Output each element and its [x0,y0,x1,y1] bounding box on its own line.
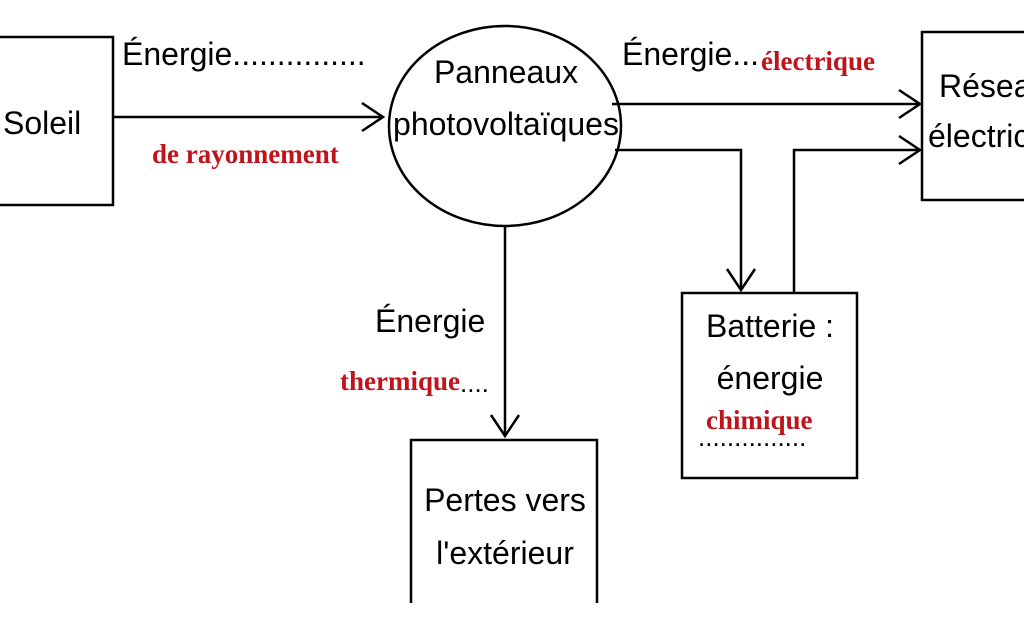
soleil-box [0,35,115,207]
arrow-batterie-to-reseau [792,148,920,293]
batterie-label-line2: énergie [716,360,824,396]
arrowhead-soleil-to-panneaux [361,101,386,133]
reseau-label-line1: Résea [939,68,1024,104]
soleil-label: Soleil [3,105,82,141]
arrowhead-panneaux-to-reseau [898,88,923,120]
arrow-panneaux-to-batterie [615,148,743,290]
panneaux-label-line2: photovoltaïques [393,106,619,142]
energie-chimique-dots: ............... [698,422,807,452]
energie-rayonnement-prefix: Énergie............... [122,36,366,72]
pertes-label-line1: Pertes vers [424,482,586,518]
energie-electrique-answer: électrique [761,46,875,76]
pertes-box [409,438,599,603]
pertes-label-line2: l'extérieur [436,535,574,571]
reseau-label-line2: électric [928,118,1024,154]
reseau-box [920,30,1024,202]
arrowhead-batterie-to-reseau [898,134,923,166]
panneaux-label-line1: Panneaux [433,54,579,90]
arrowhead-panneaux-to-pertes [489,414,521,439]
energie-chimique-answer: chimique [706,405,813,435]
energie-thermique-prefix: Énergie [375,303,486,339]
energie-thermique-dots: .... [460,368,489,398]
energie-rayonnement-answer: de rayonnement [152,139,339,169]
energie-electrique-prefix: Énergie... [622,36,759,72]
batterie-box [680,291,859,480]
batterie-label-line1: Batterie : [705,308,835,344]
arrowhead-panneaux-to-batterie [725,268,757,293]
energie-thermique-answer: thermique [340,366,460,396]
